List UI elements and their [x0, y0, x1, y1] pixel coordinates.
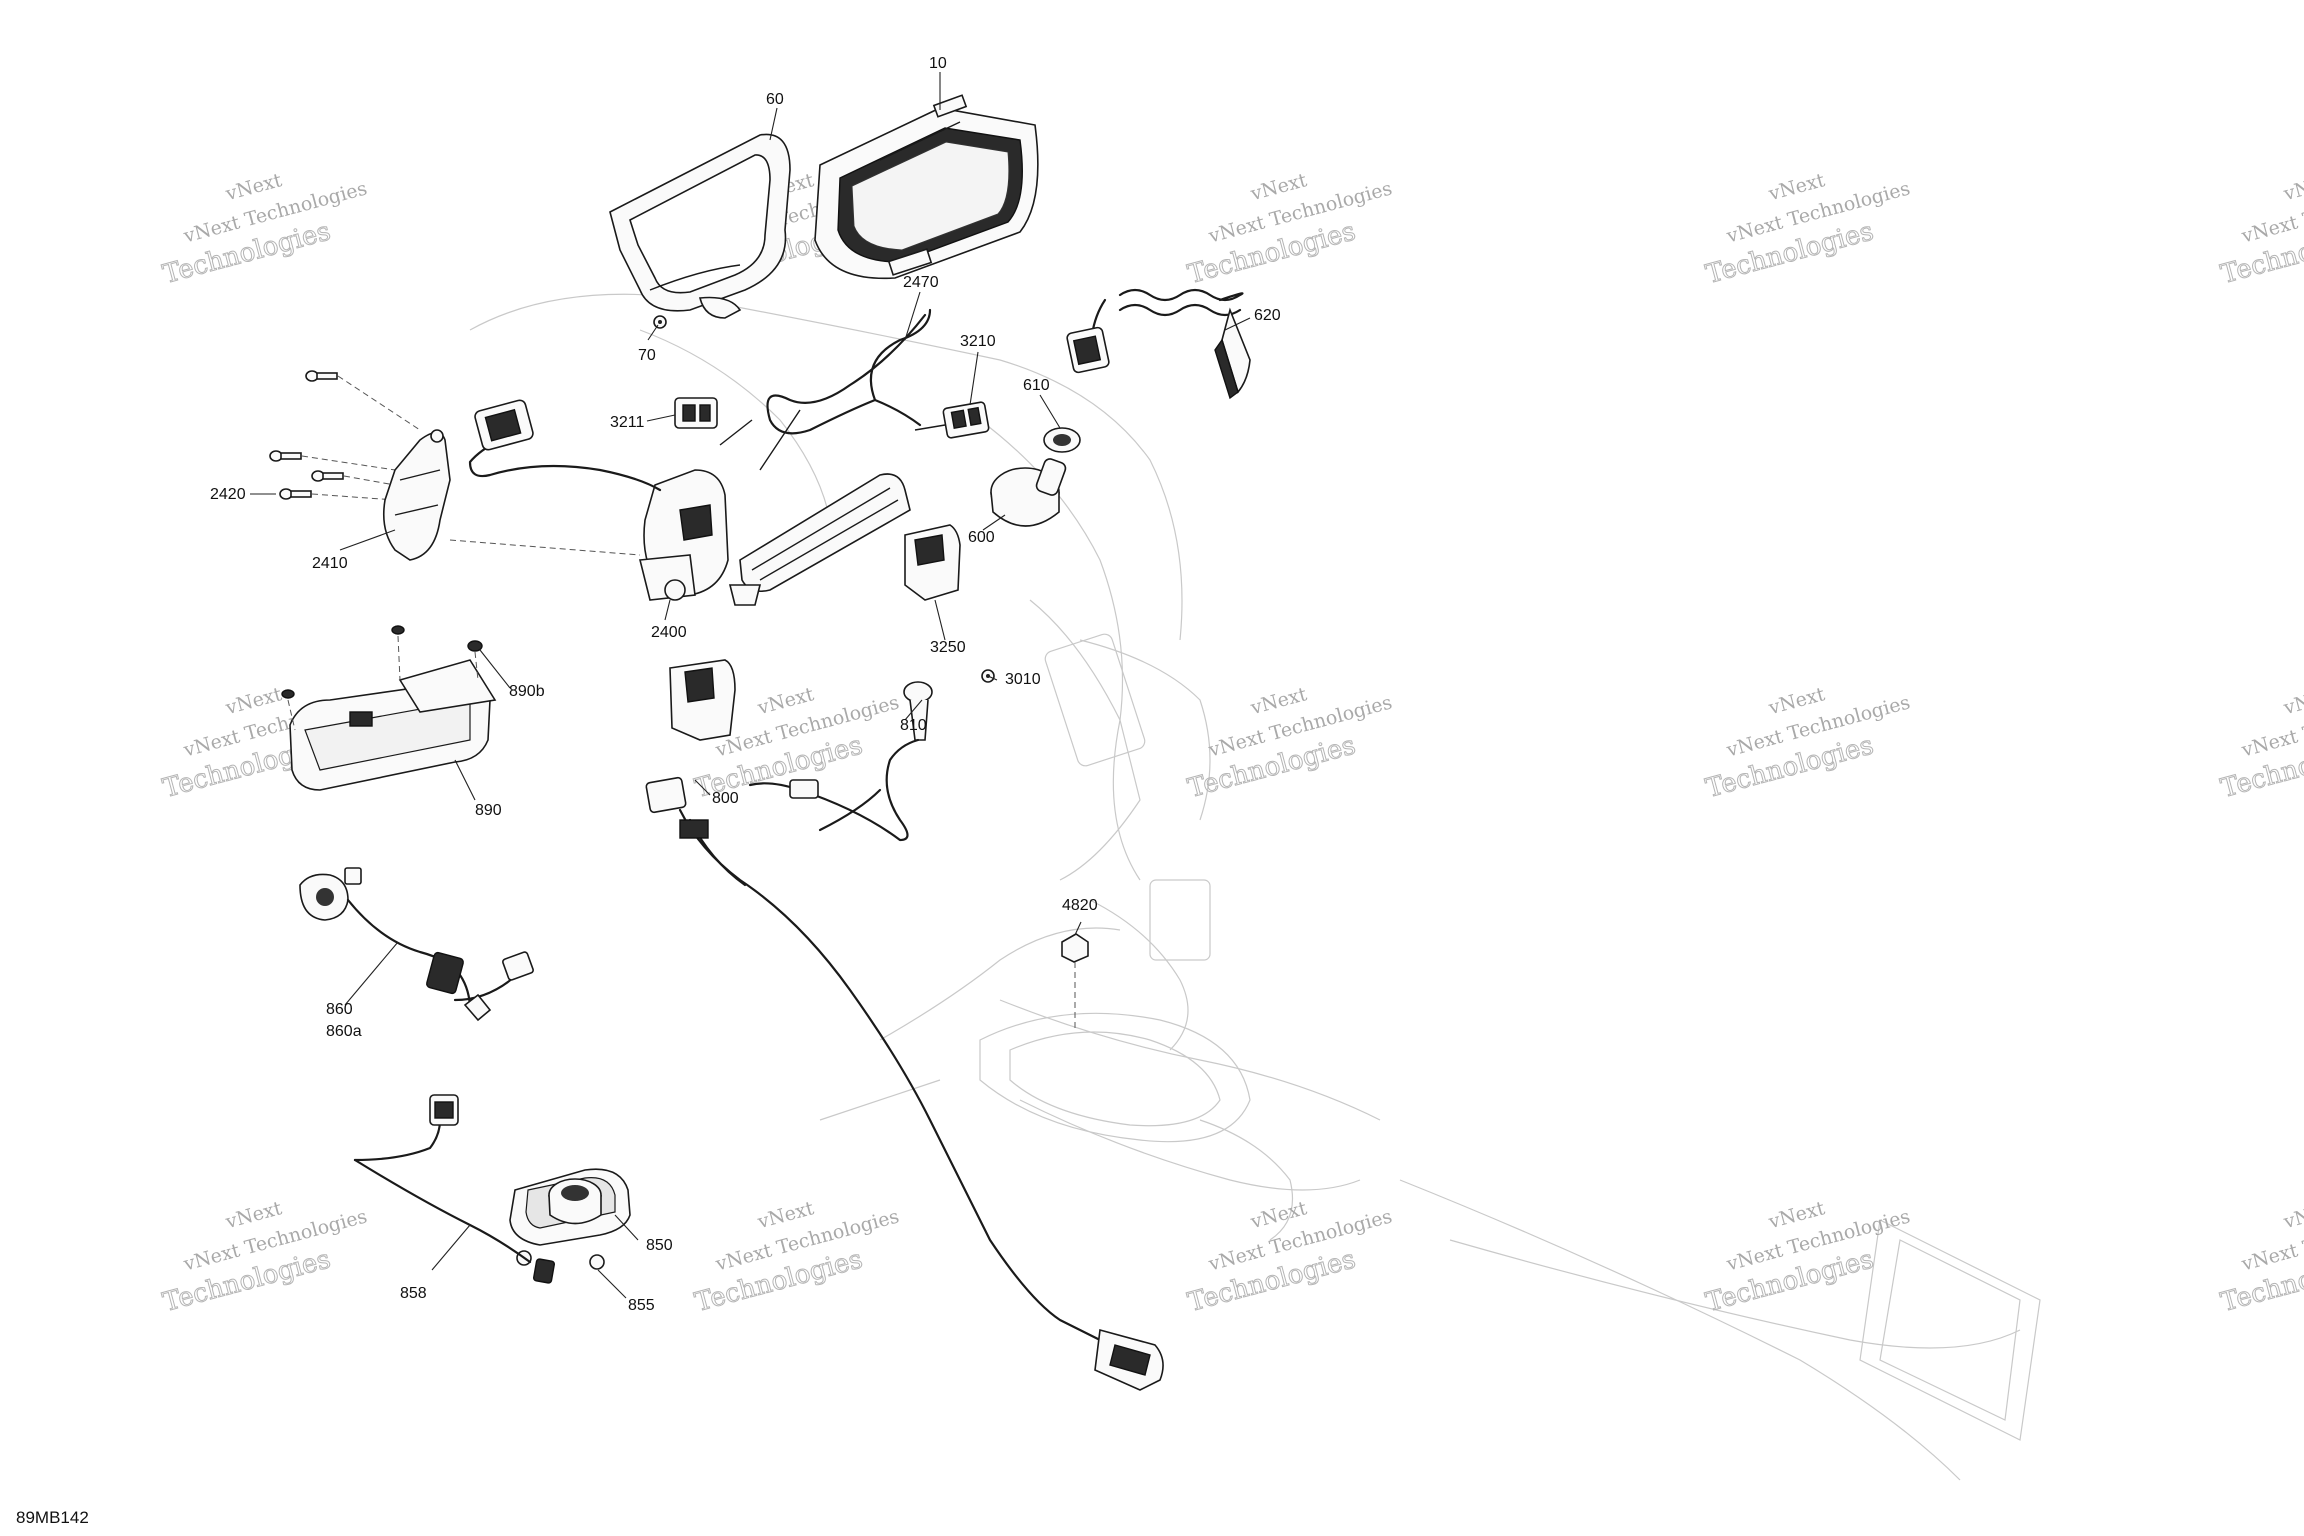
watermark-arc-text: vNext: [223, 169, 285, 205]
part-890b-grommets: [281, 625, 483, 731]
watermark-r3c2: vNext vNext Technologies Technologies: [691, 1197, 901, 1318]
part-3210-switch: [914, 401, 990, 439]
callout-890: 890: [475, 802, 502, 819]
part-620-tether-cord: [1090, 288, 1251, 400]
callout-860: 860: [326, 1001, 353, 1018]
part-3250-bracket-switch: [728, 473, 961, 606]
callout-620: 620: [1254, 307, 1281, 324]
watermark-r2c3: vNext vNext Technologies Technologies: [1184, 683, 1394, 804]
part-60-bezel: [609, 133, 791, 319]
callout-810: 810: [900, 717, 927, 734]
watermark-r2c4: vNext vNext Technologies Technologies: [1702, 683, 1912, 804]
leader-lines: [250, 72, 1251, 1299]
watermark-arc-text: vNext: [223, 1197, 285, 1233]
watermark-r1c1: vNext vNext Technologies Technologies: [159, 169, 369, 290]
watermark-arc-text: vNext: [1248, 169, 1310, 205]
watermark-r1c5: vNext vNext Technologies Technologies: [2217, 169, 2304, 290]
watermark-arc-text: vNext: [1766, 169, 1828, 205]
part-3211-switch: [674, 397, 718, 429]
part-70-fastener: [653, 315, 667, 329]
part-850-knob-controller: [509, 1168, 631, 1246]
diagram-reference-code: 89MB142: [16, 1508, 89, 1527]
watermark-arc-text: vNext: [2281, 1197, 2304, 1233]
callout-60: 60: [766, 91, 784, 108]
part-4820-nut: [1061, 933, 1089, 1030]
vehicle-ghost-outline: [469, 293, 2041, 1481]
watermark-arc-text: vNext: [1766, 683, 1828, 719]
callout-2420: 2420: [210, 486, 246, 503]
callout-858: 858: [400, 1285, 427, 1302]
watermark-arc-text: vNext: [755, 683, 817, 719]
watermark-r3c4: vNext vNext Technologies Technologies: [1702, 1197, 1912, 1318]
callout-890b: 890b: [509, 683, 545, 700]
part-890-cover-plate: [289, 659, 497, 791]
part-610-key-connector: [1043, 326, 1110, 453]
callout-2470: 2470: [903, 274, 939, 291]
callout-600: 600: [968, 529, 995, 546]
callout-4820: 4820: [1062, 897, 1098, 914]
watermark-r1c3: vNext vNext Technologies Technologies: [1184, 169, 1394, 290]
part-858-harness: [353, 1094, 532, 1264]
watermark-r3c1: vNext vNext Technologies Technologies: [159, 1197, 369, 1318]
part-2400-handlebar-switch: [449, 399, 753, 601]
part-855-fasteners: [516, 1250, 605, 1284]
callout-3210: 3210: [960, 333, 996, 350]
callout-2410: 2410: [312, 555, 348, 572]
part-10-display: [814, 94, 1039, 280]
watermark-arc-text: vNext: [1248, 1197, 1310, 1233]
callout-3010: 3010: [1005, 671, 1041, 688]
callout-10: 10: [929, 55, 947, 72]
callouts: 10 60 70 2470 3210 3211 620 610 600 2420…: [210, 55, 1281, 1314]
part-2420-screws: [269, 370, 421, 501]
callout-3211: 3211: [610, 414, 645, 431]
callout-850: 850: [646, 1237, 673, 1254]
part-800-switch-harness: [645, 659, 1164, 1391]
callout-860a: 860a: [326, 1023, 362, 1040]
watermark-r3c5: vNext vNext Technologies Technologies: [2217, 1197, 2304, 1318]
part-860-socket-harness: [299, 867, 534, 1022]
watermark-arc-text: vNext: [1248, 683, 1310, 719]
part-2410-switch-cover: [382, 429, 451, 561]
part-810-button-harness: [748, 681, 933, 842]
watermark-arc-text: vNext: [755, 1197, 817, 1233]
watermark-arc-text: vNext: [2281, 169, 2304, 205]
callout-610: 610: [1023, 377, 1050, 394]
watermark-r1c4: vNext vNext Technologies Technologies: [1702, 169, 1912, 290]
callout-2400: 2400: [651, 624, 687, 641]
watermark-r2c5: vNext vNext Technologies Technologies: [2217, 683, 2304, 804]
part-2470-harness: [759, 308, 932, 471]
callout-3250: 3250: [930, 639, 966, 656]
callout-800: 800: [712, 790, 739, 807]
part-600-ignition-switch: [990, 458, 1067, 527]
watermark-arc-text: vNext: [2281, 683, 2304, 719]
watermark-arc-text: vNext: [1766, 1197, 1828, 1233]
watermark-arc-text: vNext: [223, 683, 285, 719]
callout-70: 70: [638, 347, 656, 364]
watermark-r3c3: vNext vNext Technologies Technologies: [1184, 1197, 1394, 1318]
callout-855: 855: [628, 1297, 655, 1314]
